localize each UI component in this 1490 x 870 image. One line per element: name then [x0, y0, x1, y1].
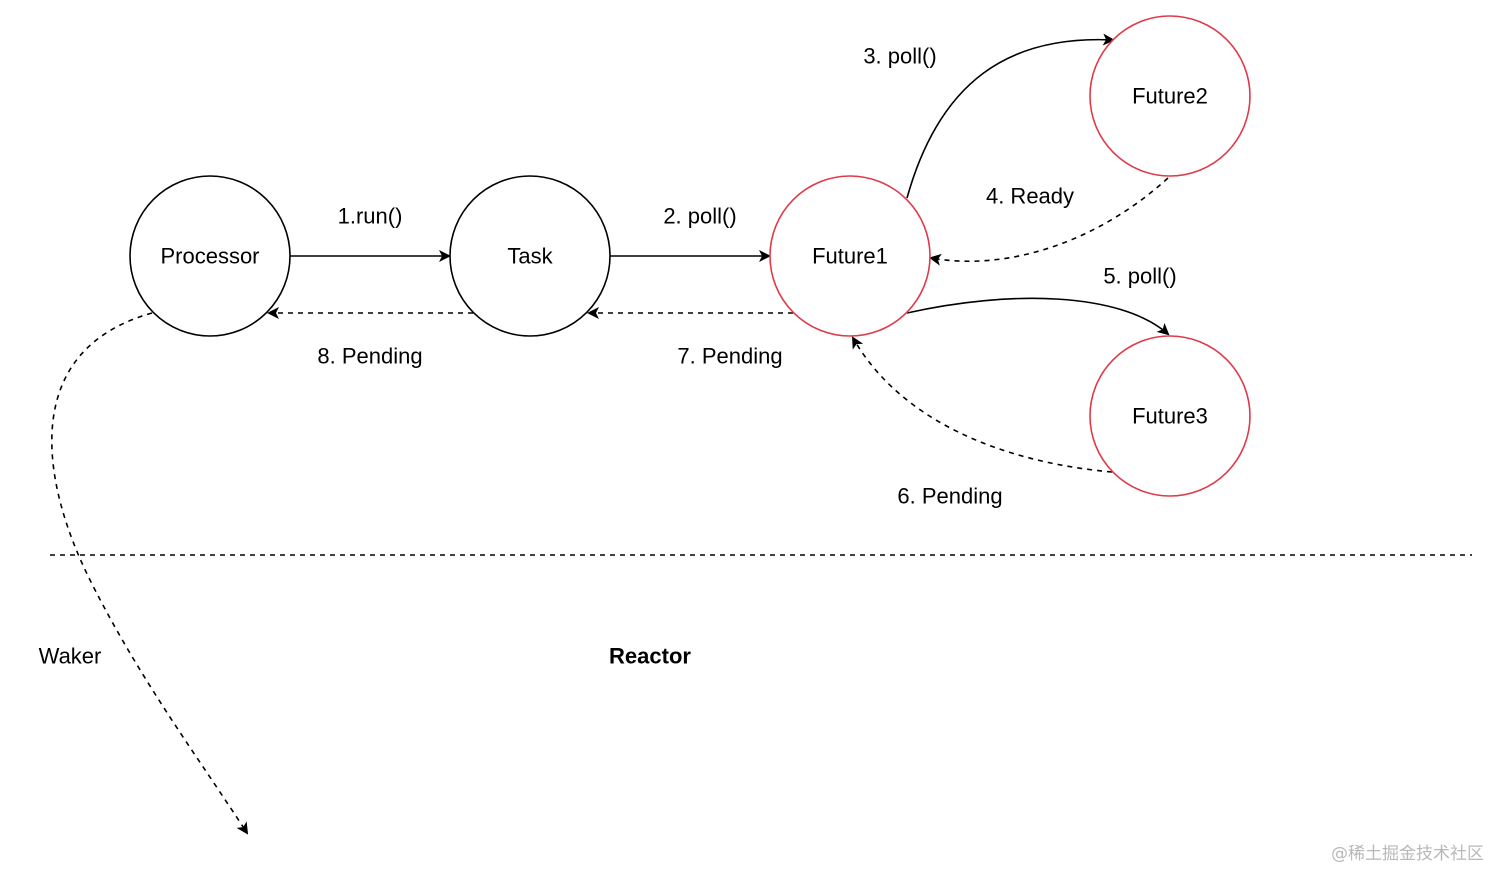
edge-poll-future3-arrow [906, 297, 1170, 336]
edge-poll-task-future1-label: 2. poll() [663, 204, 736, 229]
edge-waker-arrow [51, 312, 249, 835]
edge-pending-future3-arrow [852, 336, 1113, 473]
node-future3: Future3 [1089, 335, 1251, 497]
node-future1: Future1 [769, 175, 931, 337]
future3-label: Future3 [1132, 404, 1208, 429]
edge-run-label: 1.run() [338, 204, 403, 229]
node-processor: Processor [129, 175, 291, 337]
node-task: Task [449, 175, 611, 337]
future2-circle [1089, 15, 1251, 177]
watermark-text: @稀土掘金技术社区 [1331, 844, 1484, 864]
node-future2: Future2 [1089, 15, 1251, 177]
processor-circle [129, 175, 291, 337]
edge-pending-future3-label: 6. Pending [897, 484, 1002, 509]
future1-label: Future1 [812, 244, 888, 269]
processor-label: Processor [160, 244, 259, 269]
edge-labels: 1.run() 2. poll() 3. poll() 4. Ready 5. … [317, 44, 1176, 509]
edges [51, 33, 1170, 835]
edge-poll-future2-arrow [906, 33, 1115, 199]
edge-pending-task-label: 8. Pending [317, 344, 422, 369]
reactor-label: Reactor [609, 644, 691, 669]
task-label: Task [507, 244, 553, 269]
edge-pending-future1-label: 7. Pending [677, 344, 782, 369]
region-labels: Waker Reactor [39, 644, 692, 669]
future1-circle [769, 175, 931, 337]
nodes: Processor Task Future1 Future2 Future3 [129, 15, 1251, 497]
edge-poll-future3-label: 5. poll() [1103, 264, 1176, 289]
edge-ready-future2-label: 4. Ready [986, 184, 1074, 209]
task-circle [449, 175, 611, 337]
future3-circle [1089, 335, 1251, 497]
waker-label: Waker [39, 644, 102, 669]
future2-label: Future2 [1132, 84, 1208, 109]
edge-ready-future2-arrow [929, 177, 1169, 266]
edge-poll-future2-label: 3. poll() [863, 44, 936, 69]
